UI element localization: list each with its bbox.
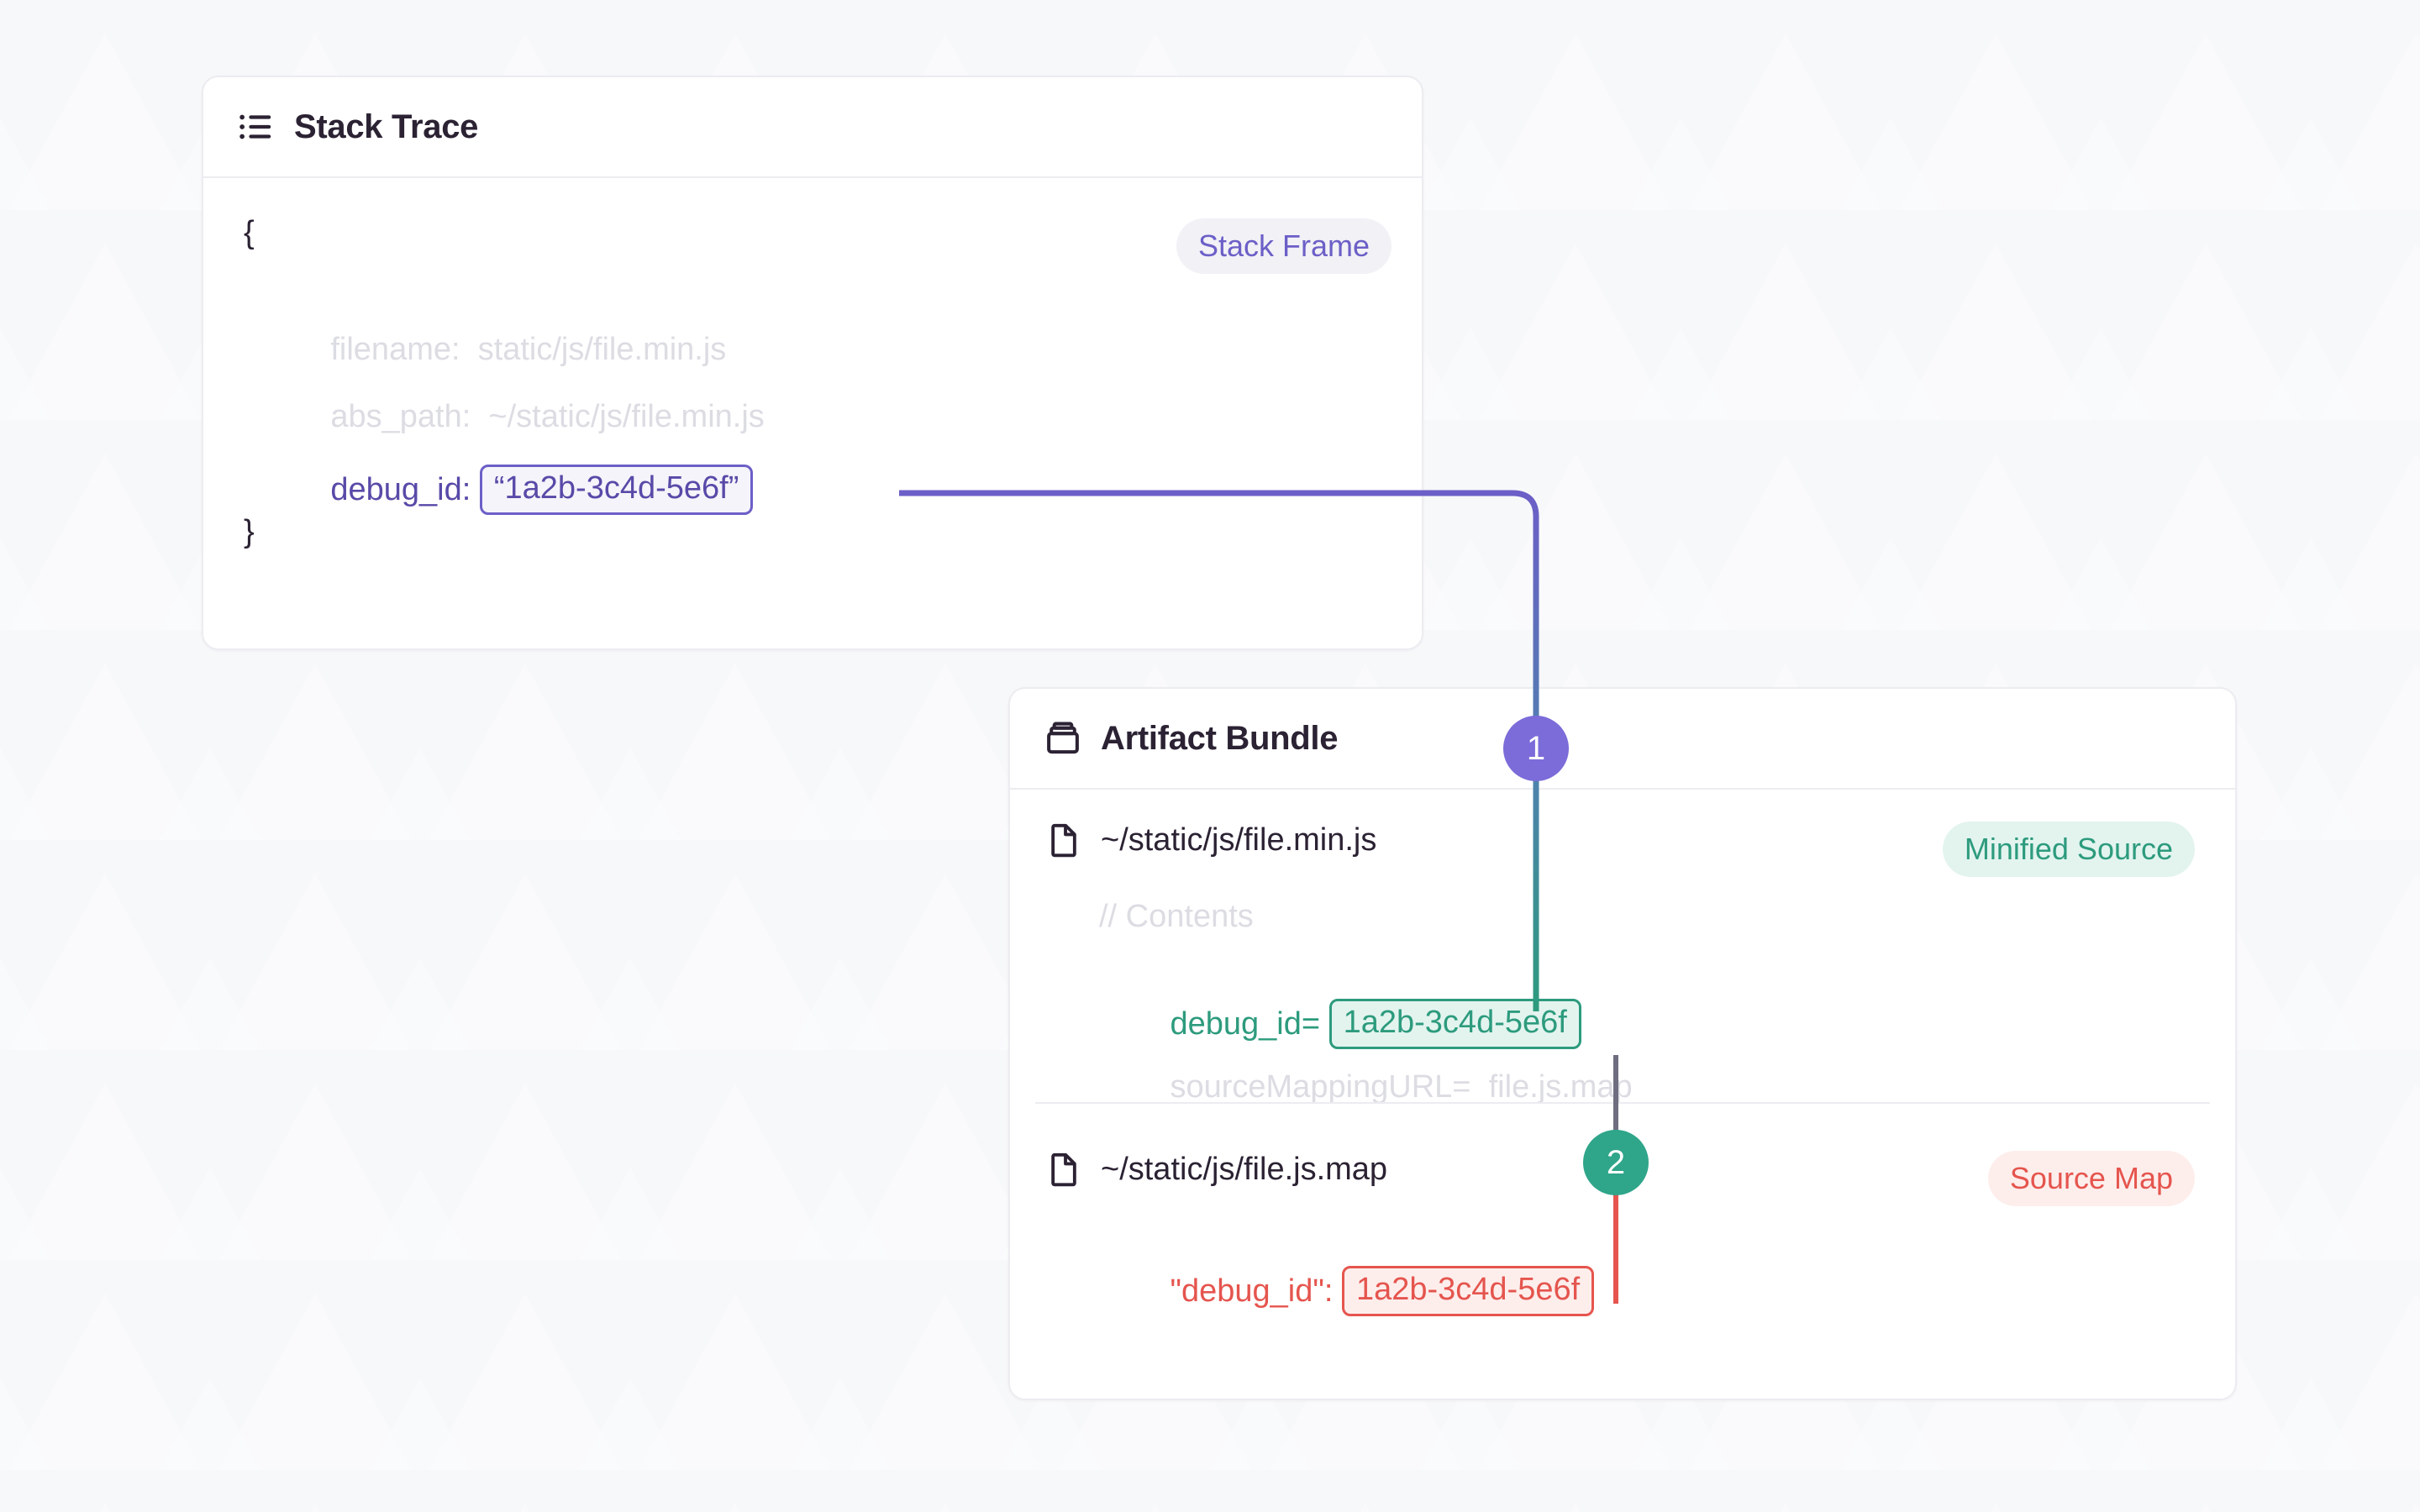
sourcemappingurl-key: sourceMappingURL= (1170, 1069, 1471, 1105)
list-icon (237, 108, 276, 146)
abs-path-value: ~/static/js/file.min.js (488, 399, 765, 434)
debug-id-key: debug_id: (330, 472, 471, 507)
sourcemap-debug-id-line: "debug_id": 1a2b-3c4d-5e6f (1099, 1231, 1595, 1354)
stack-trace-title: Stack Trace (294, 108, 479, 145)
code-open-brace: { (244, 215, 255, 250)
artifact-row-divider (1035, 1102, 2210, 1104)
artifact-bundle-header: Artifact Bundle (1010, 689, 2235, 790)
sourcemap-file-name: ~/static/js/file.js.map (1101, 1151, 1388, 1187)
sourcemap-file-head: ~/static/js/file.js.map (1045, 1151, 1387, 1188)
step-badge-2[interactable]: 2 (1583, 1130, 1649, 1195)
sourcemap-debug-id-value-pill[interactable]: 1a2b-3c4d-5e6f (1341, 1266, 1595, 1316)
code-line-debug-id: debug_id: “1a2b-3c4d-5e6f” (277, 430, 754, 553)
artifact-bundle-body: ~/static/js/file.min.js Minified Source … (1010, 790, 2235, 1378)
artifact-bundle-card: Artifact Bundle ~/static/js/file.min.js … (1008, 687, 2237, 1400)
debug-id-value-pill[interactable]: “1a2b-3c4d-5e6f” (479, 465, 754, 515)
minified-file-name: ~/static/js/file.min.js (1101, 822, 1377, 858)
stack-trace-body: Stack Frame { filename: static/js/file.m… (203, 178, 1422, 625)
file-icon (1045, 822, 1082, 858)
minified-file-head: ~/static/js/file.min.js (1045, 822, 1376, 858)
minified-sourcemappingurl-line: sourceMappingURL= file.js.map (1099, 1033, 1633, 1142)
filename-key: filename: (330, 332, 460, 367)
source-map-badge: Source Map (1987, 1151, 2195, 1206)
code-close-brace: } (244, 514, 255, 549)
sourcemap-debug-id-key: "debug_id": (1170, 1273, 1334, 1309)
minified-contents-comment: // Contents (1099, 899, 1254, 934)
artifact-bundle-title: Artifact Bundle (1101, 719, 1339, 757)
minified-source-badge: Minified Source (1942, 822, 2195, 877)
abs-path-key: abs_path: (330, 399, 471, 434)
filename-value: static/js/file.min.js (477, 332, 727, 367)
sourcemappingurl-value: file.js.map (1488, 1069, 1633, 1105)
stack-trace-header: Stack Trace (203, 77, 1422, 178)
step-badge-1[interactable]: 1 (1503, 716, 1569, 781)
stack-frame-badge: Stack Frame (1176, 218, 1392, 274)
file-icon (1045, 1151, 1082, 1188)
stack-trace-card: Stack Trace Stack Frame { filename: stat… (202, 76, 1423, 650)
package-icon (1044, 719, 1082, 758)
